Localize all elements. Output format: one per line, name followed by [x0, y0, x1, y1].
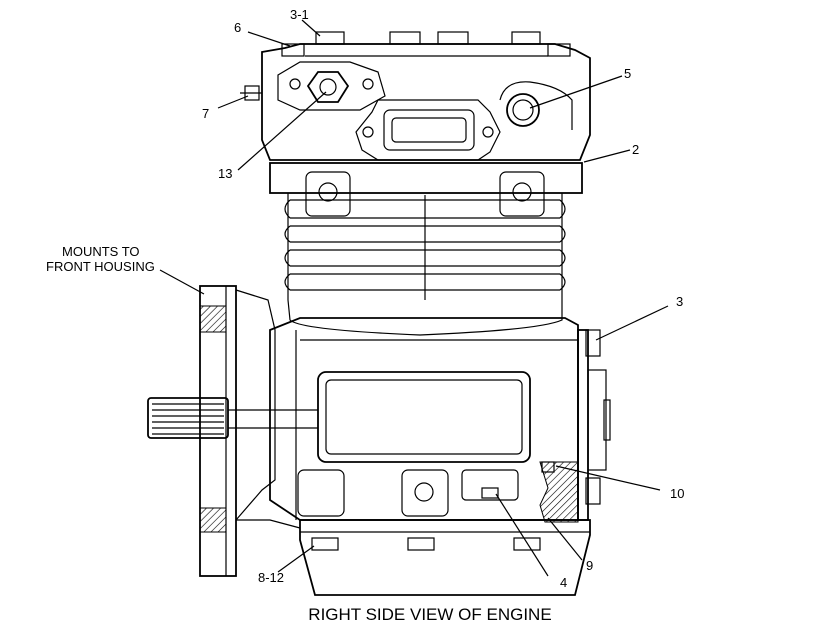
callout-10: 10 — [670, 486, 684, 501]
callout-4: 4 — [560, 575, 567, 590]
callout-2: 2 — [632, 142, 639, 157]
callout-3-1: 3-1 — [290, 7, 309, 22]
mount-note-line-1: MOUNTS TO — [62, 244, 140, 259]
diagram-caption: RIGHT SIDE VIEW OF ENGINE — [308, 605, 551, 624]
cylinder-block — [269, 162, 583, 336]
leader-lines — [159, 19, 669, 577]
callout-13: 13 — [218, 166, 232, 181]
callout-5: 5 — [624, 66, 631, 81]
cylinder-head — [240, 31, 591, 161]
callout-3: 3 — [676, 294, 683, 309]
callout-6: 6 — [234, 20, 241, 35]
callout-7: 7 — [202, 106, 209, 121]
front-flange — [199, 285, 301, 577]
crankcase — [269, 317, 611, 596]
drive-shaft — [147, 397, 318, 439]
callout-9: 9 — [586, 558, 593, 573]
callout-8-12: 8-12 — [258, 570, 284, 585]
mount-note-line-2: FRONT HOUSING — [46, 259, 155, 274]
